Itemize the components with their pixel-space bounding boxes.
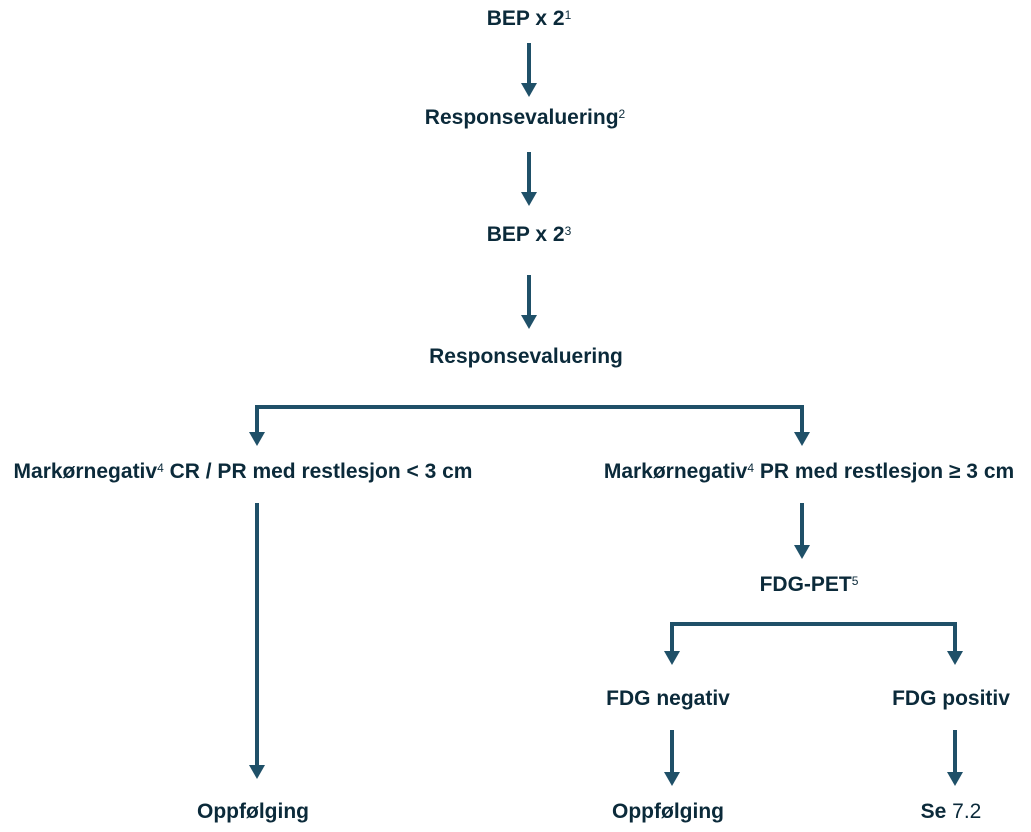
arrow-resp1-to-bep2-head [521,192,537,206]
arrow-right-branch-to-fdg-pet-head [794,545,810,559]
node-fdg-negativ: FDG negativ [606,687,730,710]
node-fdg-pet: FDG-PET5 [759,573,859,596]
node-responsevaluering-1: Responsevaluering2 [424,106,626,129]
arrow-left-branch-to-oppfolging-head [249,765,265,779]
arrow-bep2-to-resp2-head [521,315,537,329]
arrow-to-fdg-positiv-head [947,651,963,665]
arrow-bep1-to-resp1-head [521,83,537,97]
arrow-to-left-branch-head [249,432,265,446]
arrow-to-right-branch-head [794,432,810,446]
node-left-branch: Markørnegativ4 CR / PR med restlesjon < … [13,460,473,483]
arrow-fdg-positiv-to-se-head [947,772,963,786]
node-fdg-positiv: FDG positiv [892,687,1010,710]
arrow-to-fdg-negativ-head [664,651,680,665]
node-se-reference: Se 7.2 [920,800,982,823]
node-bep-1: BEP x 21 [486,7,572,30]
node-oppfolging-right: Oppfølging [612,800,724,823]
arrow-fdg-negativ-to-oppfolging-head [664,772,680,786]
node-right-branch: Markørnegativ4 PR med restlesjon ≥ 3 cm [603,460,1015,483]
node-bep-2: BEP x 23 [486,223,572,246]
node-oppfolging-left: Oppfølging [197,800,309,823]
node-responsevaluering-2: Responsevaluering [429,345,623,368]
